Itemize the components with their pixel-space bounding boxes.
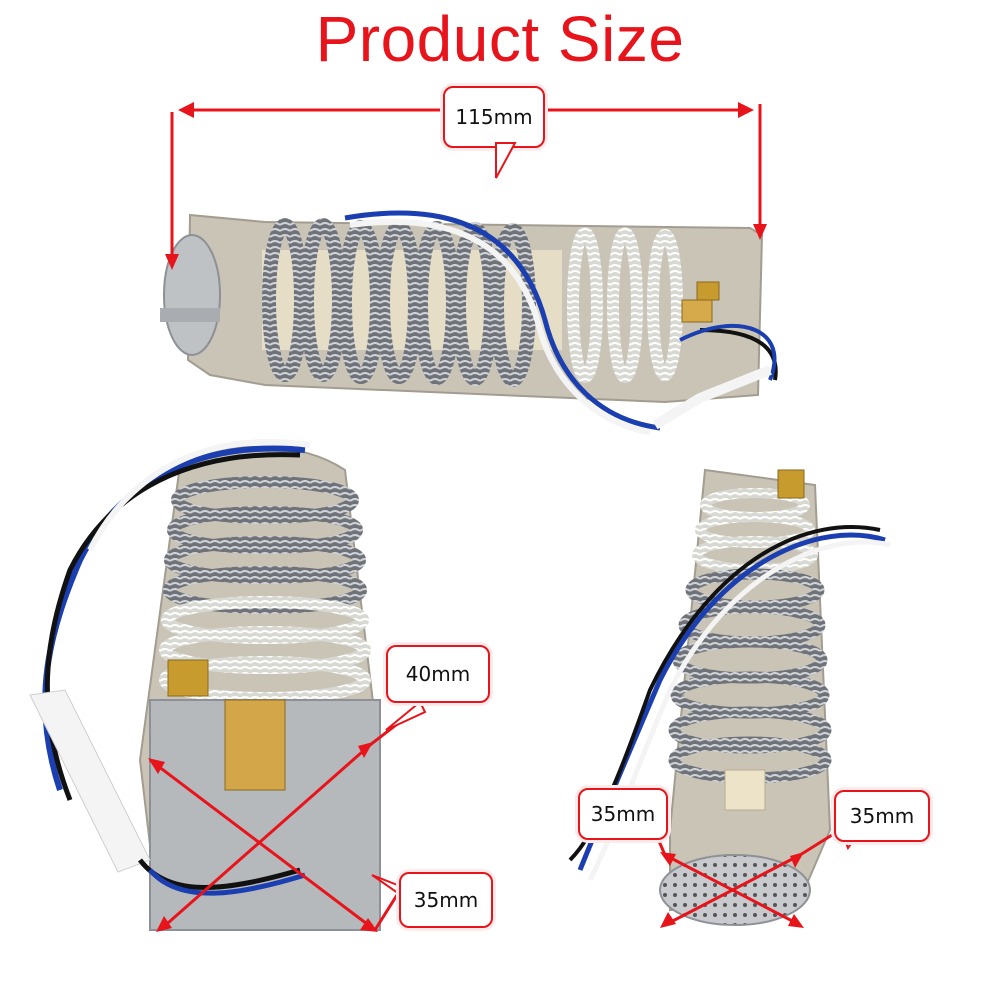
length-callout: 115mm <box>443 86 545 148</box>
length-label: 115mm <box>455 105 533 129</box>
page-title: Product Size <box>315 3 685 75</box>
width-callout-right-a: 35mm <box>578 788 668 840</box>
width-label-right-a: 35mm <box>590 802 656 826</box>
height-callout-left: 40mm <box>386 645 490 703</box>
heater-side-view <box>160 210 778 435</box>
width-label-right-b: 35mm <box>849 804 915 828</box>
heater-end-view-right <box>568 468 891 926</box>
width-label-left: 35mm <box>413 888 479 912</box>
width-callout-right-b: 35mm <box>834 790 930 842</box>
heater-end-view-left <box>29 438 382 932</box>
height-label-left: 40mm <box>405 662 471 686</box>
width-callout-left: 35mm <box>399 872 493 928</box>
